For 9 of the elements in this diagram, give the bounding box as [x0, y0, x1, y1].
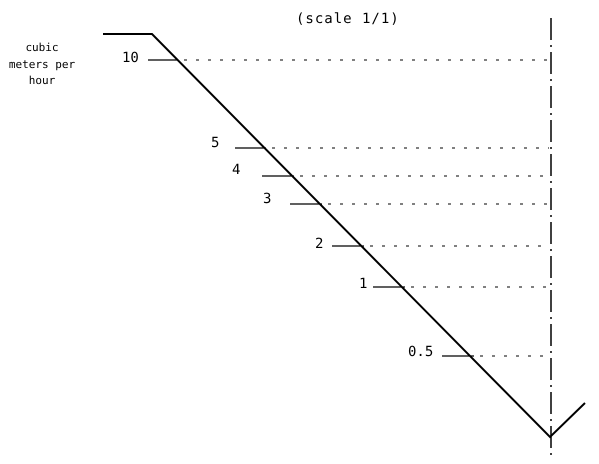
scale-value: 4: [232, 163, 240, 177]
scale-value: 1: [359, 277, 368, 291]
scale-value: 0.5: [408, 345, 434, 359]
scale-value: 2: [315, 237, 324, 251]
scale-value: 10: [122, 51, 139, 65]
unit-label: cubic meters per hour: [8, 40, 76, 89]
scale-note: (scale 1/1): [296, 12, 400, 26]
scale-value: 5: [211, 136, 220, 150]
scale-value: 3: [263, 192, 272, 206]
